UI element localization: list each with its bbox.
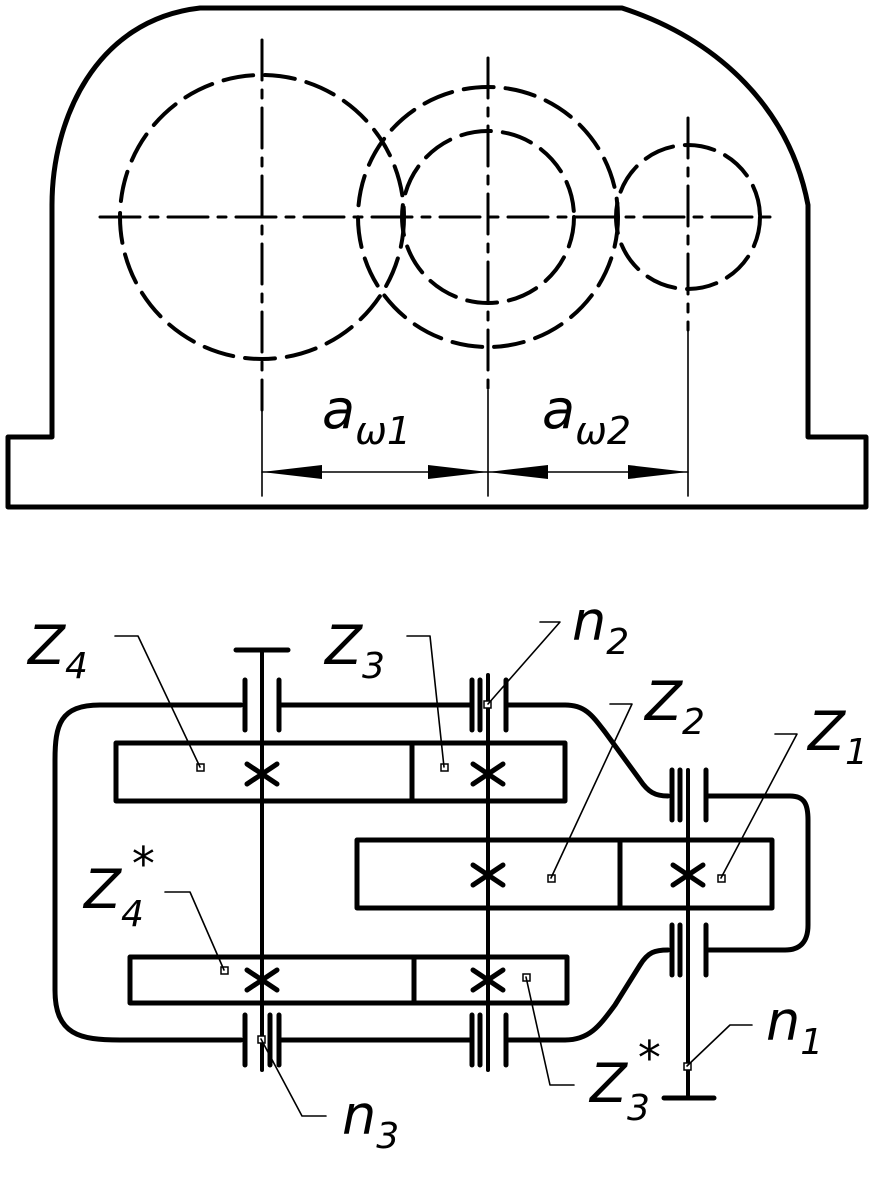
label-z4: Z4 — [26, 614, 88, 687]
label-z3: Z3 — [323, 614, 385, 687]
label-z1: Z1 — [806, 700, 868, 773]
scheme-housing-outline — [52, 702, 244, 1043]
scheme-labels: Z4 Z3 n2 Z2 Z1 Z4* Z3* n1 n3 — [26, 590, 868, 1157]
gear-block-z1 — [617, 837, 775, 911]
leader-lines — [114, 621, 798, 1117]
arrow-aw1-left — [262, 465, 322, 479]
label-aw1: aω1 — [322, 378, 411, 453]
arrow-aw2-left — [488, 465, 548, 479]
scheme-housing-right-loop — [705, 793, 811, 953]
label-n2: n2 — [572, 590, 629, 663]
label-z3-star: Z3* — [588, 1031, 661, 1129]
label-z4-star: Z4* — [82, 837, 155, 935]
center-lines — [98, 38, 772, 412]
arrow-aw2-right — [628, 465, 688, 479]
label-n3: n3 — [342, 1084, 399, 1157]
scheme-housing-top-right — [505, 702, 671, 799]
housing-side-view — [5, 5, 869, 510]
scheme-housing-bottom-right — [505, 947, 671, 1043]
label-n1: n1 — [766, 990, 823, 1063]
gear-block-z4-star — [127, 954, 417, 1006]
gear-block-z3 — [409, 740, 568, 804]
bearings — [242, 677, 709, 1068]
dimensions — [261, 329, 689, 497]
kinematic-scheme — [52, 621, 811, 1117]
housing-outline — [5, 5, 869, 510]
gear-block-z3-star — [411, 954, 570, 1006]
label-z2: Z2 — [643, 670, 705, 743]
shaft-crosses — [244, 761, 706, 993]
arrow-aw1-right — [428, 465, 488, 479]
leader-markers — [196, 700, 726, 1071]
label-aw2: aω2 — [542, 378, 631, 453]
